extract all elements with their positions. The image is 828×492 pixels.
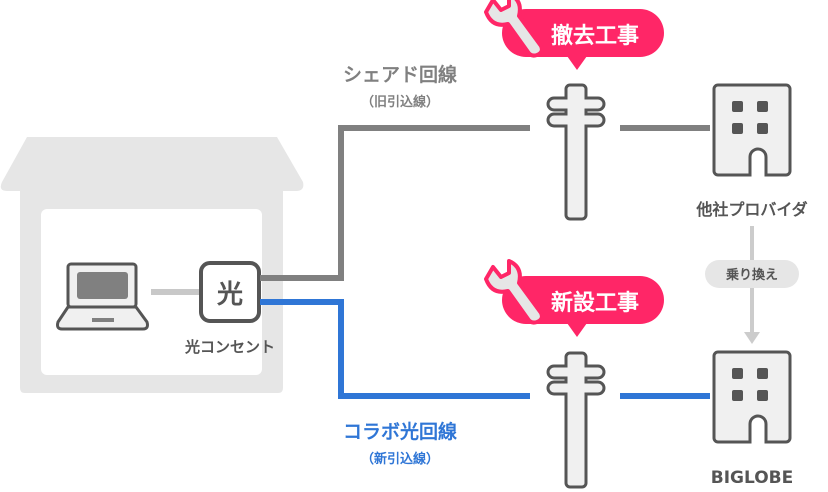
install-badge-label: 新設工事: [551, 290, 639, 316]
outlet-glyph: 光: [216, 280, 243, 310]
removal-badge-label: 撤去工事: [551, 23, 639, 49]
old-line-title: シェアド回線: [343, 63, 457, 86]
biglobe-building-icon: [712, 350, 792, 444]
install-badge: 新設工事: [484, 259, 664, 337]
laptop-icon: [56, 262, 149, 331]
old-line-subtitle: （旧引込線）: [361, 94, 439, 110]
other-provider-building-icon: [712, 83, 792, 177]
old-line: [260, 125, 530, 281]
new-line: [260, 299, 530, 399]
switch-label: 乗り換え: [725, 267, 778, 283]
utility-pole-old: [546, 83, 606, 221]
new-line-title: コラボ光回線: [343, 420, 457, 443]
fiber-outlet: 光: [199, 261, 261, 323]
utility-pole-new: [546, 351, 606, 489]
outlet-label: 光コンセント: [184, 338, 275, 356]
biglobe-label: BIGLOBE: [711, 468, 794, 488]
removal-badge: 撤去工事: [484, 0, 664, 70]
switch-arrow: 乗り換え: [705, 226, 799, 344]
new-line-subtitle: （新引込線）: [361, 451, 439, 467]
other-provider-label: 他社プロバイダ: [695, 200, 807, 219]
